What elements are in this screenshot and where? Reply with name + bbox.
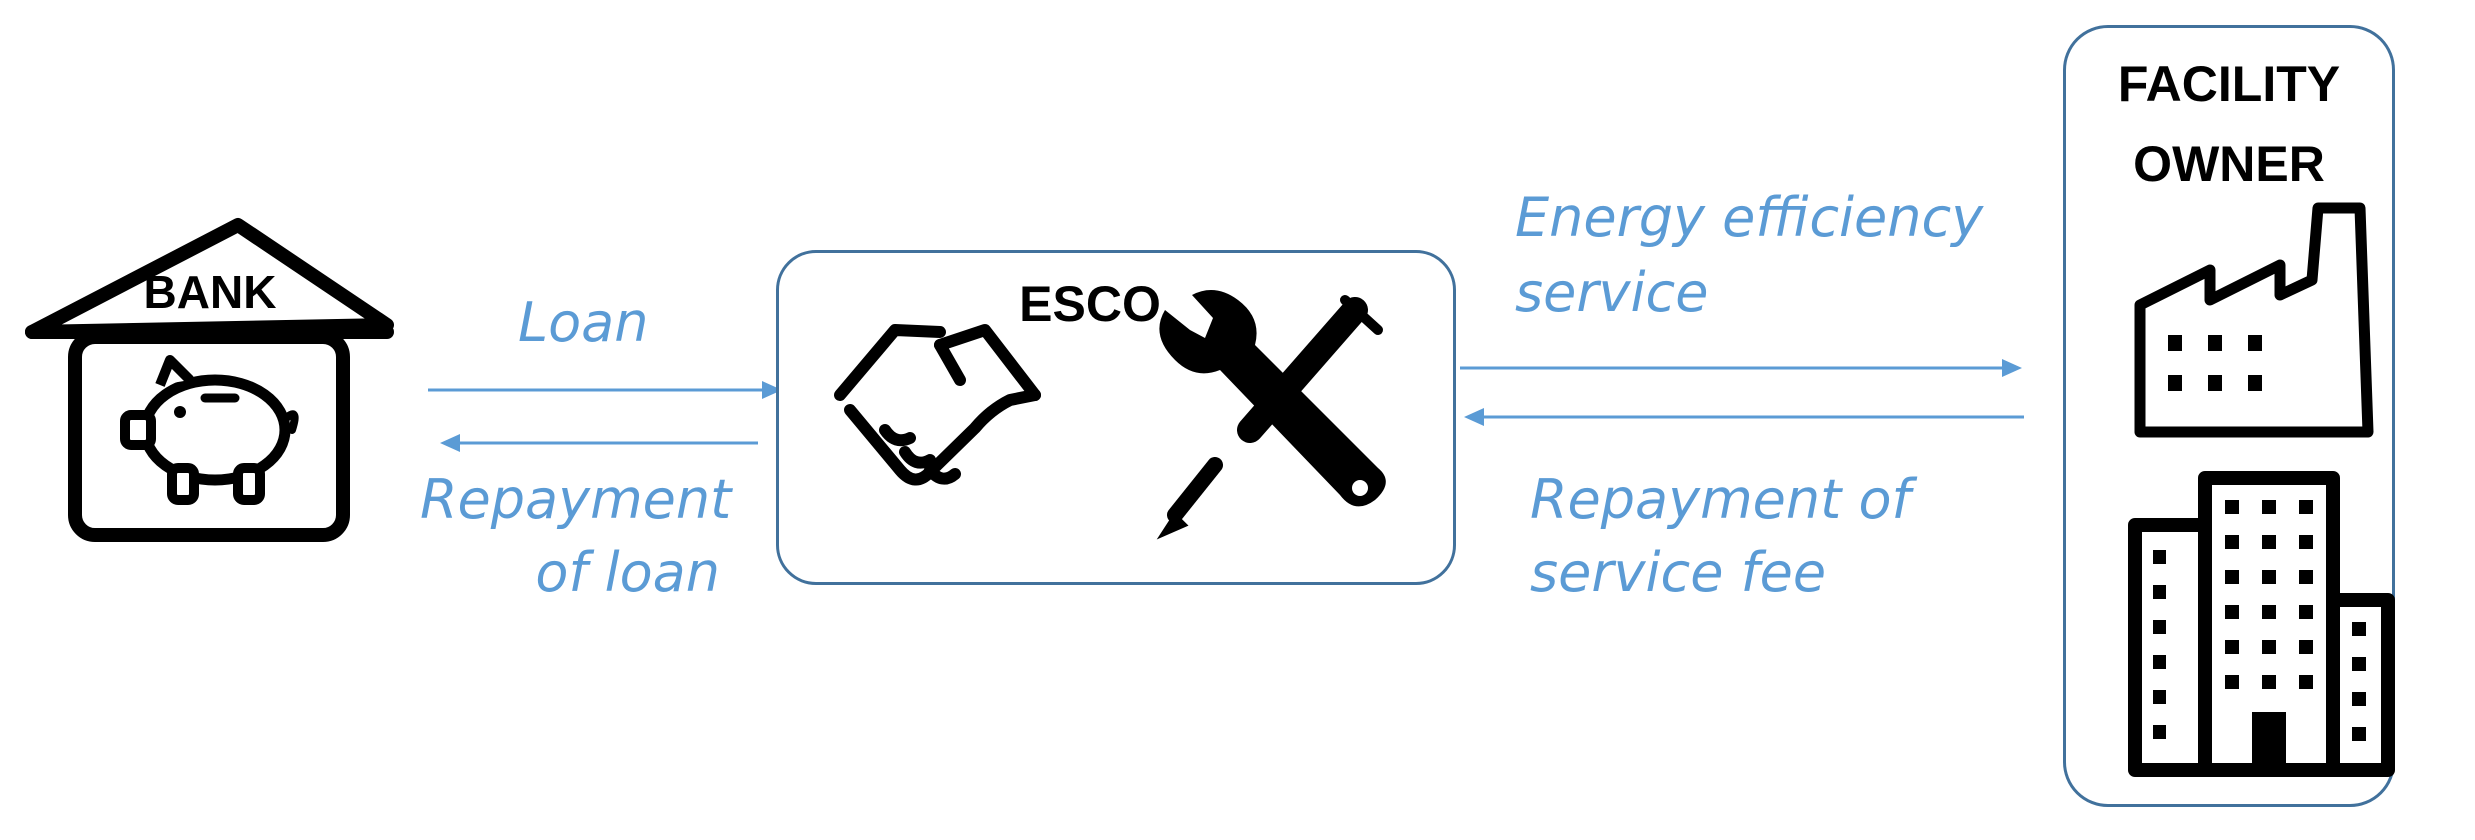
bank-title: BANK — [143, 266, 277, 318]
energy-efficiency-service-label-line1: Energy efficiency — [1515, 186, 1984, 249]
repayment-of-service-fee-label-line2: service fee — [1530, 541, 1827, 604]
facility-owner-title-line2: OWNER — [2133, 136, 2325, 192]
esco-title: ESCO — [1019, 276, 1161, 332]
energy-efficiency-service-label-line2: service — [1515, 261, 1709, 324]
repayment-of-loan-label-line2: of loan — [535, 541, 720, 604]
repayment-of-loan-label-line1: Repayment — [420, 468, 732, 531]
facility-owner-title-line1: FACILITY — [2117, 56, 2341, 112]
loan-label: Loan — [518, 291, 649, 354]
repayment-of-service-fee-label-line1: Repayment of — [1530, 468, 1911, 531]
